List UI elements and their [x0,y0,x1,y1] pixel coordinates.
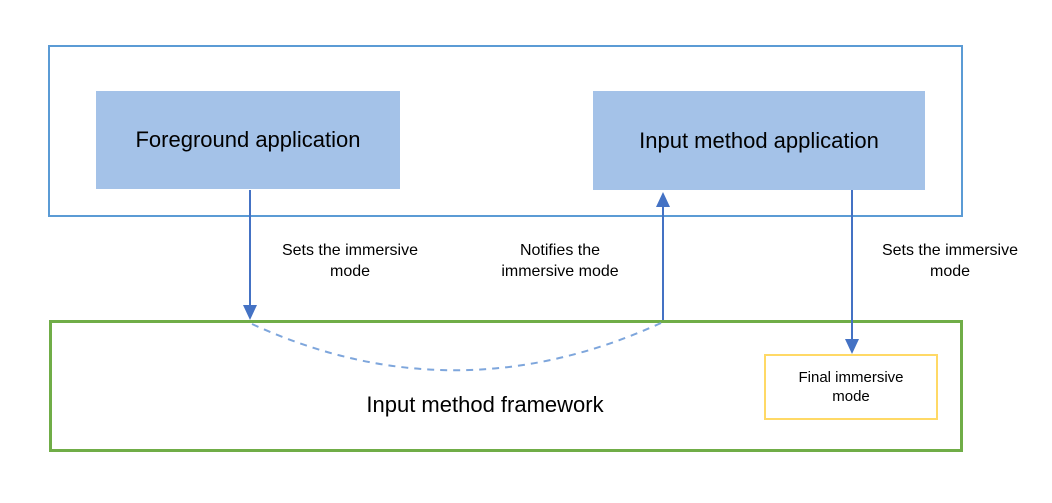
foreground-application-node: Foreground application [96,91,400,189]
final-immersive-mode-node: Final immersive mode [764,354,938,420]
edge-label-sets-immersive-left: Sets the immersive mode [281,242,419,280]
edge-label-sets-immersive-right: Sets the immersive mode [881,242,1019,280]
edge-label-notifies-immersive: Notifies the immersive mode [501,242,619,280]
input-method-application-node: Input method application [593,91,925,190]
final-immersive-mode-label: Final immersive mode [798,369,904,405]
foreground-application-label: Foreground application [135,127,361,152]
input-method-application-label: Input method application [639,127,879,153]
input-method-framework-label: Input method framework [366,392,604,417]
